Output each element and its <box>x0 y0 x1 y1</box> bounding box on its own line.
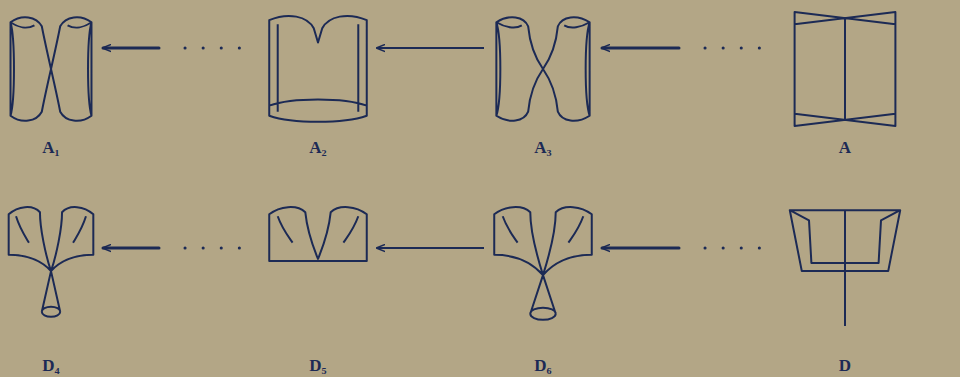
arrow-connector <box>602 247 779 250</box>
surface-sketch: A₁ <box>5 8 97 158</box>
surface-sketch: D₅ <box>265 198 371 376</box>
surface-outline <box>490 198 596 330</box>
surface-sketch: D₆ <box>490 198 596 376</box>
surface-sketch: A₂ <box>265 8 371 158</box>
arrow-connector <box>103 247 259 250</box>
singularity-label: A₁ <box>5 138 97 158</box>
surface-sketch: D₄ <box>5 198 97 376</box>
singularity-label: D₆ <box>490 356 596 376</box>
surface-sketch: D <box>785 198 905 376</box>
surface-outline <box>785 8 905 130</box>
surface-sketch: A <box>785 8 905 158</box>
singularity-label: A <box>785 138 905 158</box>
singularity-label: A₂ <box>265 138 371 158</box>
singularity-label: D₅ <box>265 356 371 376</box>
arrow-connector <box>103 47 259 50</box>
singularity-label: D <box>785 356 905 376</box>
surface-outline <box>490 8 596 130</box>
singularity-label: D₄ <box>5 356 97 376</box>
surface-sketch: A₃ <box>490 8 596 158</box>
arrow-connector <box>377 247 484 249</box>
surface-outline <box>5 198 97 330</box>
singularity-label: A₃ <box>490 138 596 158</box>
surface-outline <box>785 198 905 330</box>
surface-outline <box>5 8 97 130</box>
surface-outline <box>265 198 371 330</box>
surface-outline <box>265 8 371 130</box>
arrow-connector <box>602 47 779 50</box>
arrow-connector <box>377 47 484 49</box>
